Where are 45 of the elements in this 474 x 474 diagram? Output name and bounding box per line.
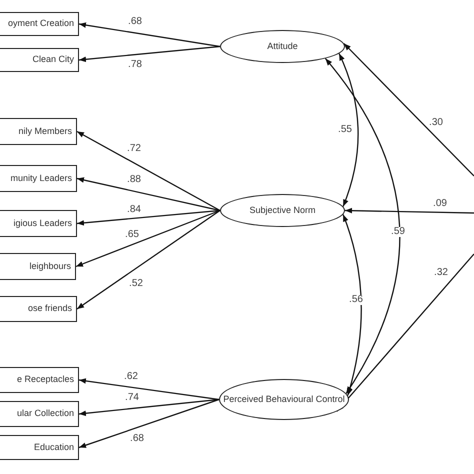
edge-label: .74 <box>124 393 140 403</box>
latent-ellipse: Subjective Norm <box>220 194 345 227</box>
edge-label: .72 <box>126 144 142 154</box>
arrow <box>336 254 474 412</box>
edge-label: .30 <box>428 118 444 128</box>
curved-arrow <box>342 214 362 396</box>
curved-arrow <box>324 58 400 394</box>
arrow <box>76 177 220 212</box>
arrow <box>78 398 220 416</box>
indicator-box: igious Leaders <box>0 210 77 237</box>
edge-label: .55 <box>337 125 353 135</box>
indicator-box: Clean City <box>0 48 79 72</box>
arrow <box>78 398 220 448</box>
arrow <box>78 46 220 62</box>
edge-label: .68 <box>127 17 143 27</box>
indicator-box: ose friends <box>0 296 77 322</box>
edge-label: .68 <box>129 434 145 444</box>
indicator-box: ular Collection <box>0 401 79 427</box>
arrow <box>76 210 220 310</box>
edge-label: .09 <box>432 199 448 209</box>
edge-label: .78 <box>127 60 143 70</box>
latent-ellipse: Attitude <box>220 30 345 63</box>
arrow <box>76 210 220 226</box>
latent-ellipse: Perceived Behavioural Control <box>219 379 349 420</box>
arrow <box>78 378 220 400</box>
edge-label: .59 <box>390 227 406 237</box>
edge-label: .52 <box>128 279 144 289</box>
indicator-box: munity Leaders <box>0 165 77 192</box>
indicator-box: oyment Creation <box>0 12 79 36</box>
edge-label: .32 <box>433 268 449 278</box>
edge-label: .62 <box>123 372 139 382</box>
arrow <box>76 130 220 212</box>
edge-label: .84 <box>126 205 142 215</box>
arrow <box>344 208 474 214</box>
edge-label: .88 <box>126 175 142 185</box>
edge-label: .56 <box>348 295 364 305</box>
edge-label: .65 <box>124 230 140 240</box>
arrow <box>76 210 220 268</box>
arrow <box>344 43 474 176</box>
arrow <box>78 22 220 48</box>
indicator-box: e Receptacles <box>0 367 79 393</box>
indicator-box: Education <box>0 435 79 460</box>
indicator-box: leighbours <box>0 253 76 280</box>
curved-arrow <box>338 53 359 207</box>
indicator-box: nily Members <box>0 118 77 145</box>
